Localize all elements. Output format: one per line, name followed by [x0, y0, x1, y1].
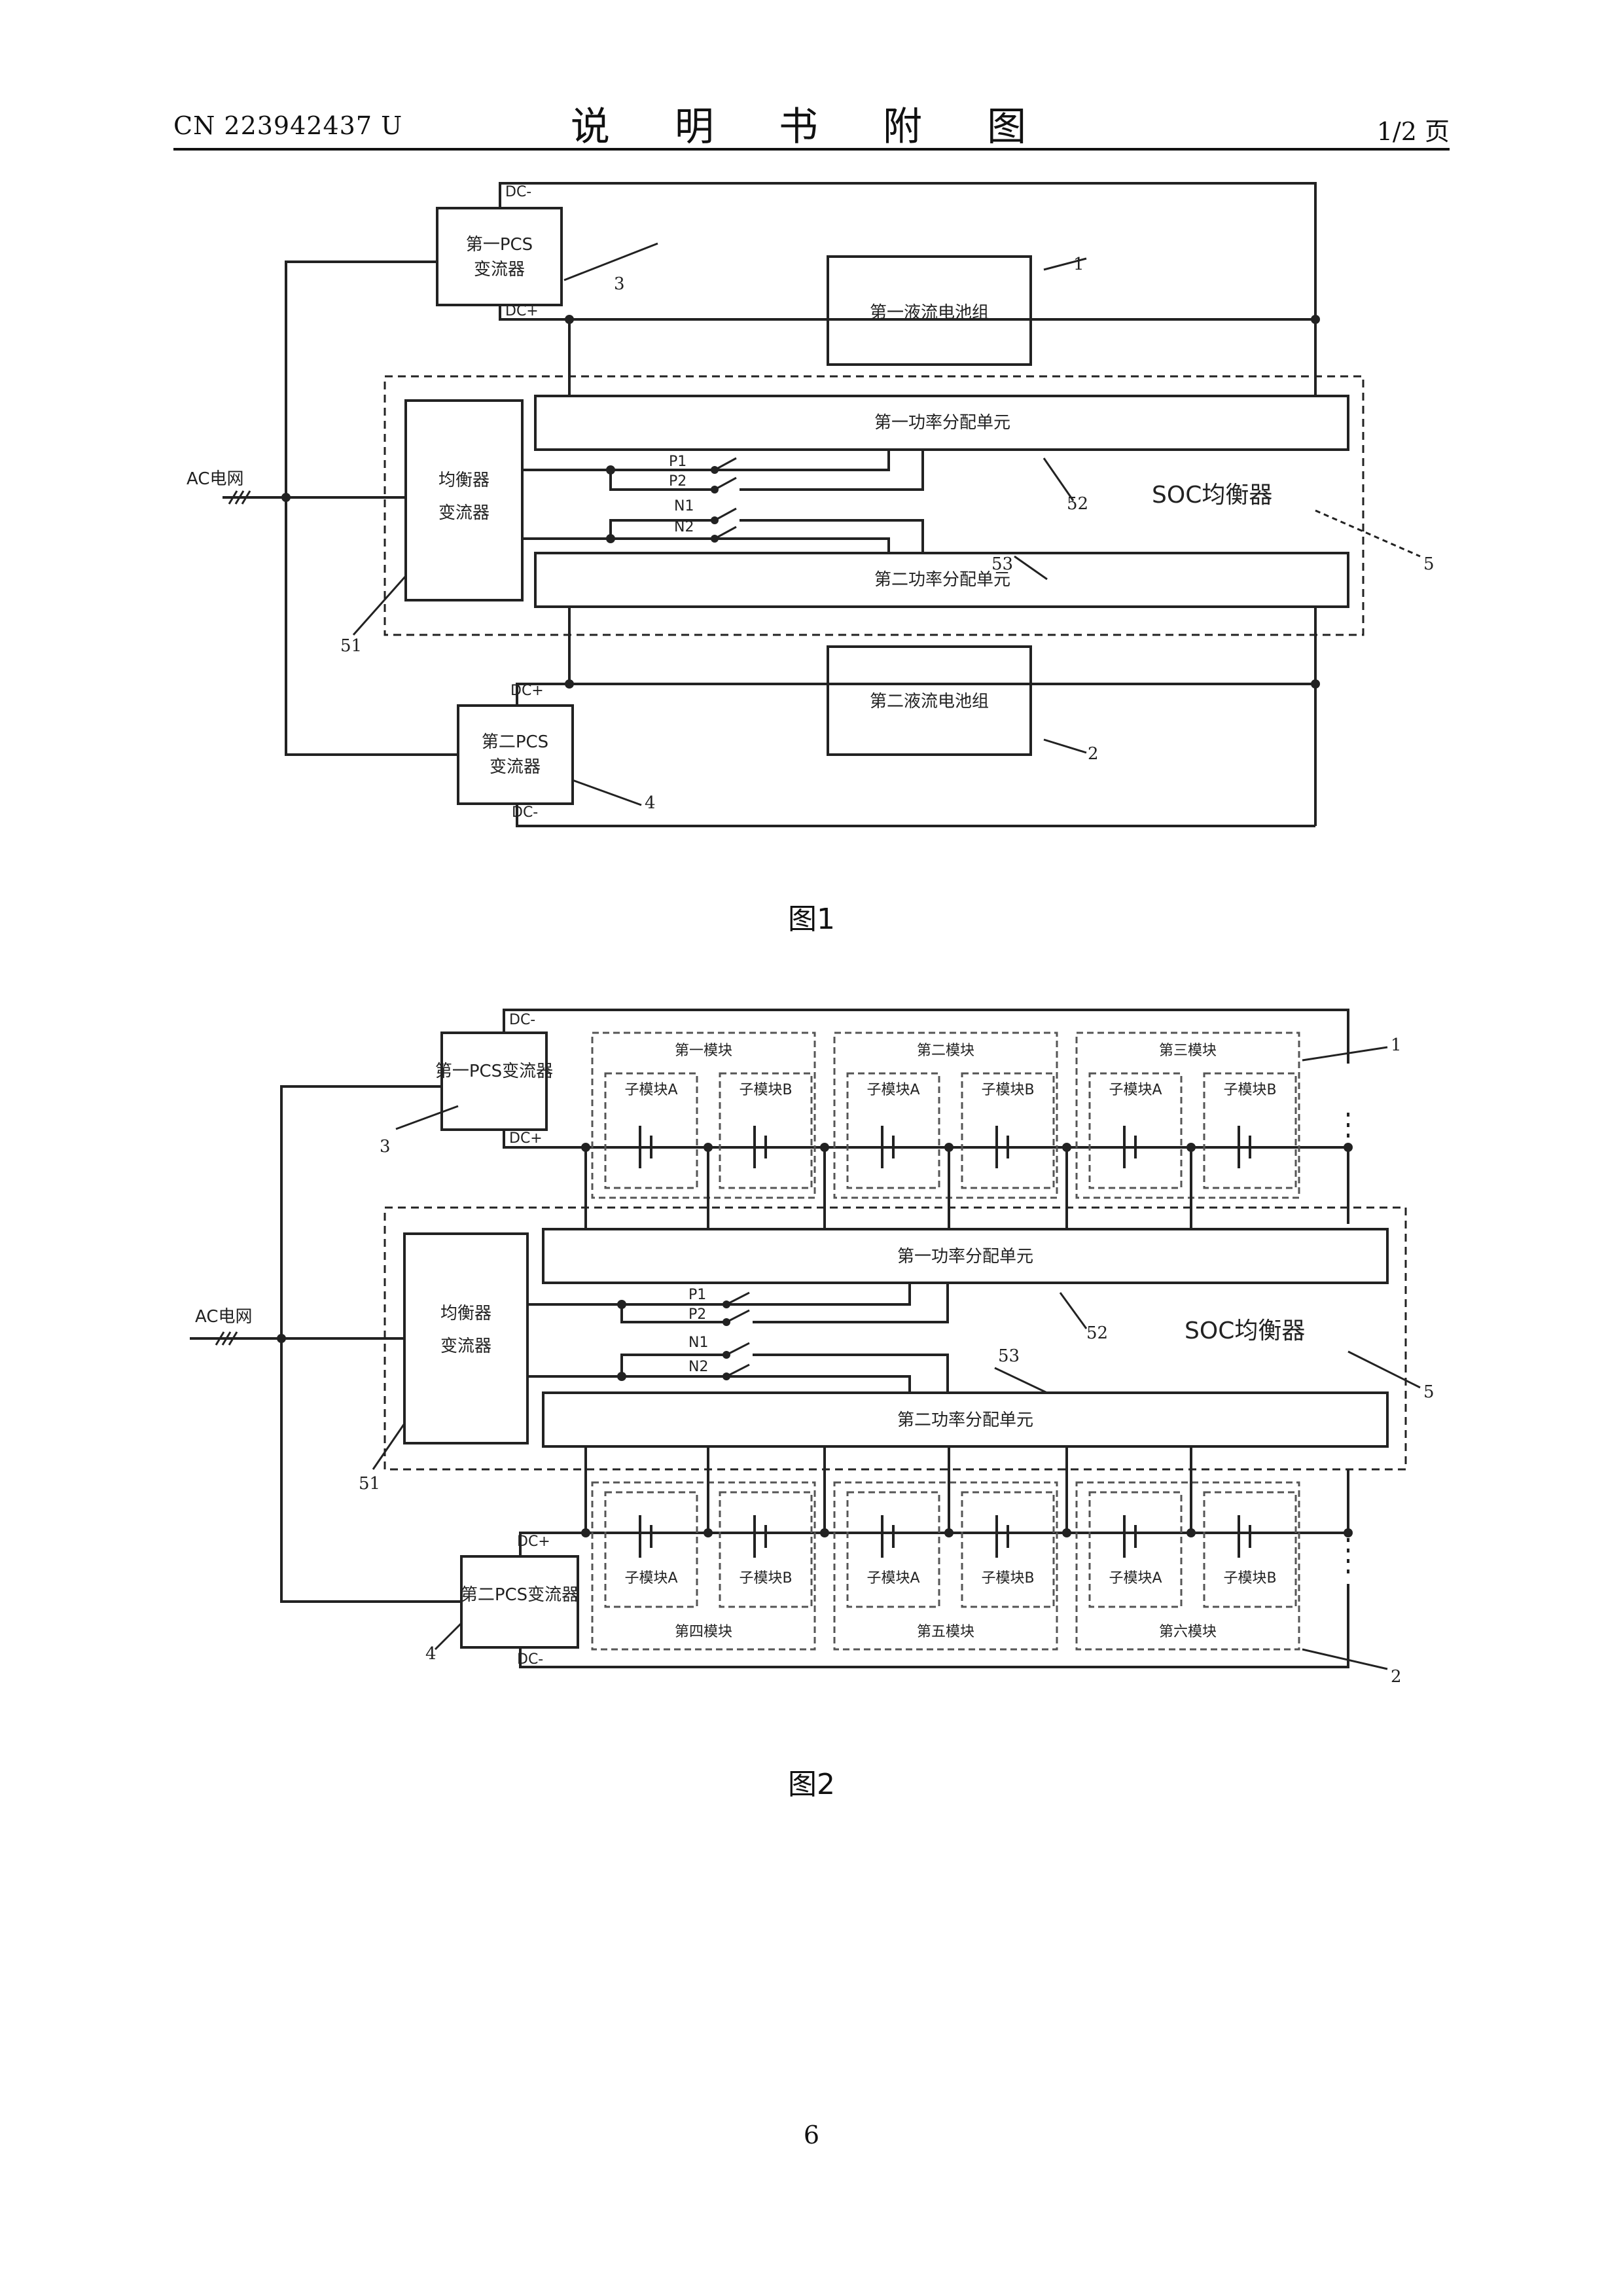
dc-plus-label-fig2-bottom: DC+: [517, 1534, 550, 1550]
pcs1-label-fig2: 第一PCS变流器: [435, 1062, 553, 1081]
ref-52: 52: [1067, 494, 1088, 514]
balancer-converter-box: [406, 401, 522, 600]
soc-balancer-label: SOC均衡器: [1152, 482, 1272, 509]
pcs2-label-2: 变流器: [490, 757, 541, 777]
pcs2-box: [458, 706, 573, 804]
page-number: 6: [0, 2121, 1623, 2149]
ref-52-fig2: 52: [1086, 1323, 1108, 1343]
balancer-label-fig2-1: 均衡器: [440, 1304, 491, 1323]
balancer-label-fig2-2: 变流器: [440, 1336, 491, 1356]
ref-5: 5: [1423, 554, 1435, 574]
ref-51-fig2: 51: [359, 1474, 380, 1494]
ac-grid-label-fig2: AC电网: [195, 1307, 252, 1327]
module-6-label: 第六模块: [1159, 1624, 1217, 1640]
pcs1-label-2: 变流器: [474, 260, 525, 279]
ref-3: 3: [614, 274, 625, 294]
switch-n2-label: N2: [674, 519, 694, 535]
ref-4-fig2: 4: [425, 1644, 437, 1664]
soc-balancer-label-fig2: SOC均衡器: [1185, 1318, 1305, 1344]
ref-53-fig2: 53: [998, 1346, 1020, 1366]
power-unit2-label: 第二功率分配单元: [874, 570, 1010, 590]
dc-minus-label-fig2-bottom: DC-: [517, 1651, 543, 1668]
ref-2: 2: [1088, 744, 1099, 764]
dc-minus-label-1: DC-: [505, 184, 531, 200]
submodule-a-5: 子模块A: [866, 1570, 919, 1587]
submodule-b-2: 子模块B: [981, 1082, 1034, 1098]
ref-1: 1: [1073, 255, 1084, 274]
dc-plus-label-2: DC+: [510, 683, 544, 699]
ref-4: 4: [645, 793, 656, 813]
submodule-a-3: 子模块A: [1109, 1082, 1162, 1098]
switch-p1-label-fig2: P1: [688, 1287, 706, 1303]
power-unit2-label-fig2: 第二功率分配单元: [897, 1410, 1033, 1430]
module-2-label: 第二模块: [917, 1043, 974, 1059]
power-unit1-label-fig2: 第一功率分配单元: [897, 1247, 1033, 1266]
pcs2-label-fig2: 第二PCS变流器: [461, 1585, 579, 1605]
submodule-b-4: 子模块B: [739, 1570, 792, 1587]
switch-n1-label-fig2: N1: [688, 1335, 708, 1351]
battery2-label: 第二液流电池组: [870, 692, 989, 711]
module-3-label: 第三模块: [1159, 1043, 1217, 1059]
balancer-label-2: 变流器: [438, 503, 490, 523]
module-5-label: 第五模块: [917, 1624, 974, 1640]
switch-p2-label-fig2: P2: [688, 1306, 706, 1323]
ref-2-fig2: 2: [1391, 1667, 1402, 1687]
submodule-a-6: 子模块A: [1109, 1570, 1162, 1587]
figure-2-caption: 图2: [0, 1761, 1623, 1803]
pcs2-label-1: 第二PCS: [482, 732, 548, 752]
submodule-b-1: 子模块B: [739, 1082, 792, 1098]
figure-2: 第一PCS变流器 DC- DC+ 3 第一模块 第二模块 第三模块 子模块A 子…: [0, 982, 1623, 1783]
dc-plus-label-fig2-top: DC+: [509, 1130, 543, 1147]
ref-53: 53: [991, 554, 1013, 574]
power-unit1-label: 第一功率分配单元: [874, 413, 1010, 433]
ref-5-fig2: 5: [1423, 1382, 1435, 1402]
submodule-a-4: 子模块A: [624, 1570, 677, 1587]
figure-1: 第一PCS 变流器 DC- DC+ 3 第一液流电池组 1 第一功率分配单元 第…: [0, 0, 1623, 919]
dc-plus-label-1: DC+: [505, 303, 539, 319]
ref-1-fig2: 1: [1391, 1035, 1402, 1055]
module-4-label: 第四模块: [675, 1624, 732, 1640]
submodule-b-3: 子模块B: [1223, 1082, 1276, 1098]
ref-51: 51: [340, 636, 362, 656]
balancer-label-1: 均衡器: [438, 471, 490, 490]
submodule-a-2: 子模块A: [866, 1082, 919, 1098]
module-1-label: 第一模块: [675, 1043, 732, 1059]
pcs1-box-2: [442, 1033, 546, 1130]
submodule-b-5: 子模块B: [981, 1570, 1034, 1587]
figure-1-caption: 图1: [0, 895, 1623, 937]
dc-minus-label-2: DC-: [512, 804, 538, 821]
figure-2-diagram: 第一PCS变流器 DC- DC+ 3 第一模块 第二模块 第三模块 子模块A 子…: [0, 982, 1623, 1780]
switch-n2-label-fig2: N2: [688, 1359, 708, 1375]
pcs1-label-1: 第一PCS: [466, 235, 533, 255]
switch-n1-label: N1: [674, 498, 694, 514]
submodule-a-1: 子模块A: [624, 1082, 677, 1098]
ac-grid-label-1: AC电网: [187, 469, 243, 489]
battery1-label: 第一液流电池组: [870, 303, 989, 323]
submodule-b-6: 子模块B: [1223, 1570, 1276, 1587]
figure-1-diagram: 第一PCS 变流器 DC- DC+ 3 第一液流电池组 1 第一功率分配单元 第…: [0, 0, 1623, 916]
dc-minus-label-fig2-top: DC-: [509, 1012, 535, 1028]
ref-3-fig2: 3: [380, 1137, 391, 1157]
pcs1-box: [437, 208, 562, 305]
switch-p1-label: P1: [669, 454, 687, 470]
switch-p2-label: P2: [669, 473, 687, 490]
